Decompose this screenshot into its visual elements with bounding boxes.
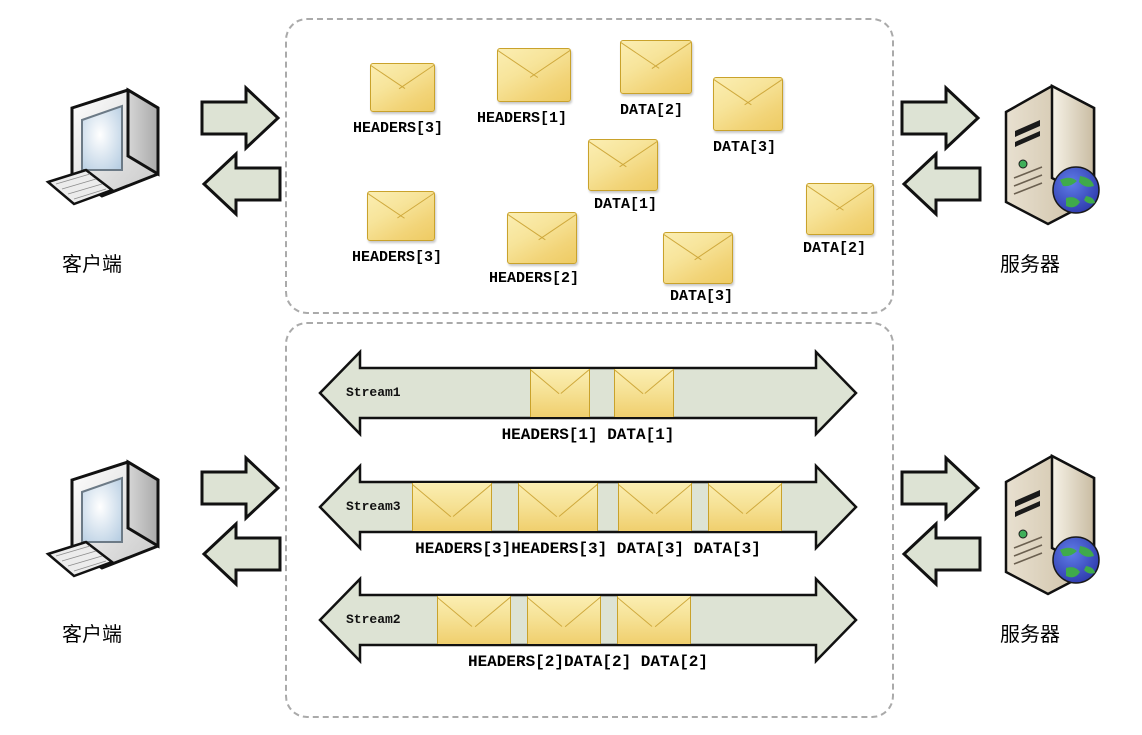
frame-label: DATA[3] bbox=[670, 288, 734, 305]
frame-envelope bbox=[620, 40, 692, 94]
frame-envelope bbox=[497, 48, 571, 102]
to-server-arrow bbox=[900, 84, 981, 152]
stream-frame bbox=[437, 596, 511, 644]
frame-label: HEADERS[3] bbox=[353, 120, 444, 137]
to-client-arrow bbox=[901, 520, 982, 588]
frame-label: DATA[3] bbox=[713, 139, 777, 156]
stream-frame bbox=[708, 483, 782, 531]
frame-label: DATA[1] bbox=[594, 196, 658, 213]
stream-frame bbox=[618, 483, 692, 531]
exchange-arrows-client-top bbox=[198, 82, 284, 234]
frame-label: DATA[2] bbox=[803, 240, 867, 257]
client-label-bottom: 客户端 bbox=[62, 622, 122, 646]
stream-name: Stream2 bbox=[346, 612, 401, 627]
stream-frame bbox=[614, 369, 674, 417]
frame-envelope bbox=[663, 232, 733, 284]
frame-envelope bbox=[588, 139, 658, 191]
frame-envelope bbox=[806, 183, 874, 235]
exchange-arrows-server-bottom bbox=[898, 452, 984, 604]
to-server-arrow bbox=[200, 454, 281, 522]
client-icon-bottom[interactable] bbox=[40, 450, 190, 600]
to-server-arrow bbox=[900, 454, 981, 522]
server-icon-top[interactable] bbox=[990, 72, 1110, 232]
server-icon-bottom[interactable] bbox=[990, 442, 1110, 602]
client-label-top: 客户端 bbox=[62, 252, 122, 276]
stream-caption: HEADERS[1] DATA[1] bbox=[501, 426, 675, 444]
to-client-arrow bbox=[201, 150, 282, 218]
frame-label: HEADERS[3] bbox=[352, 249, 443, 266]
exchange-arrows-client-bottom bbox=[198, 452, 284, 604]
frame-envelope bbox=[367, 191, 435, 241]
frame-envelope bbox=[507, 212, 577, 264]
to-client-arrow bbox=[901, 150, 982, 218]
stream-name: Stream1 bbox=[346, 385, 401, 400]
stream-frame bbox=[412, 483, 492, 531]
stream-name: Stream3 bbox=[346, 499, 401, 514]
server-label-top: 服务器 bbox=[1000, 252, 1060, 276]
frame-envelope bbox=[713, 77, 783, 131]
stream-frame bbox=[527, 596, 601, 644]
stream-frame bbox=[617, 596, 691, 644]
to-server-arrow bbox=[200, 84, 281, 152]
frame-envelope bbox=[370, 63, 435, 112]
exchange-arrows-server-top bbox=[898, 82, 984, 234]
server-label-bottom: 服务器 bbox=[1000, 622, 1060, 646]
stream-caption: HEADERS[3]HEADERS[3] DATA[3] DATA[3] bbox=[415, 540, 761, 558]
stream-frame bbox=[518, 483, 598, 531]
client-icon-top[interactable] bbox=[40, 78, 190, 228]
to-client-arrow bbox=[201, 520, 282, 588]
frame-label: DATA[2] bbox=[620, 102, 684, 119]
stream-caption: HEADERS[2]DATA[2] DATA[2] bbox=[467, 653, 709, 671]
frame-label: HEADERS[2] bbox=[489, 270, 580, 287]
frame-label: HEADERS[1] bbox=[477, 110, 568, 127]
stream-frame bbox=[530, 369, 590, 417]
